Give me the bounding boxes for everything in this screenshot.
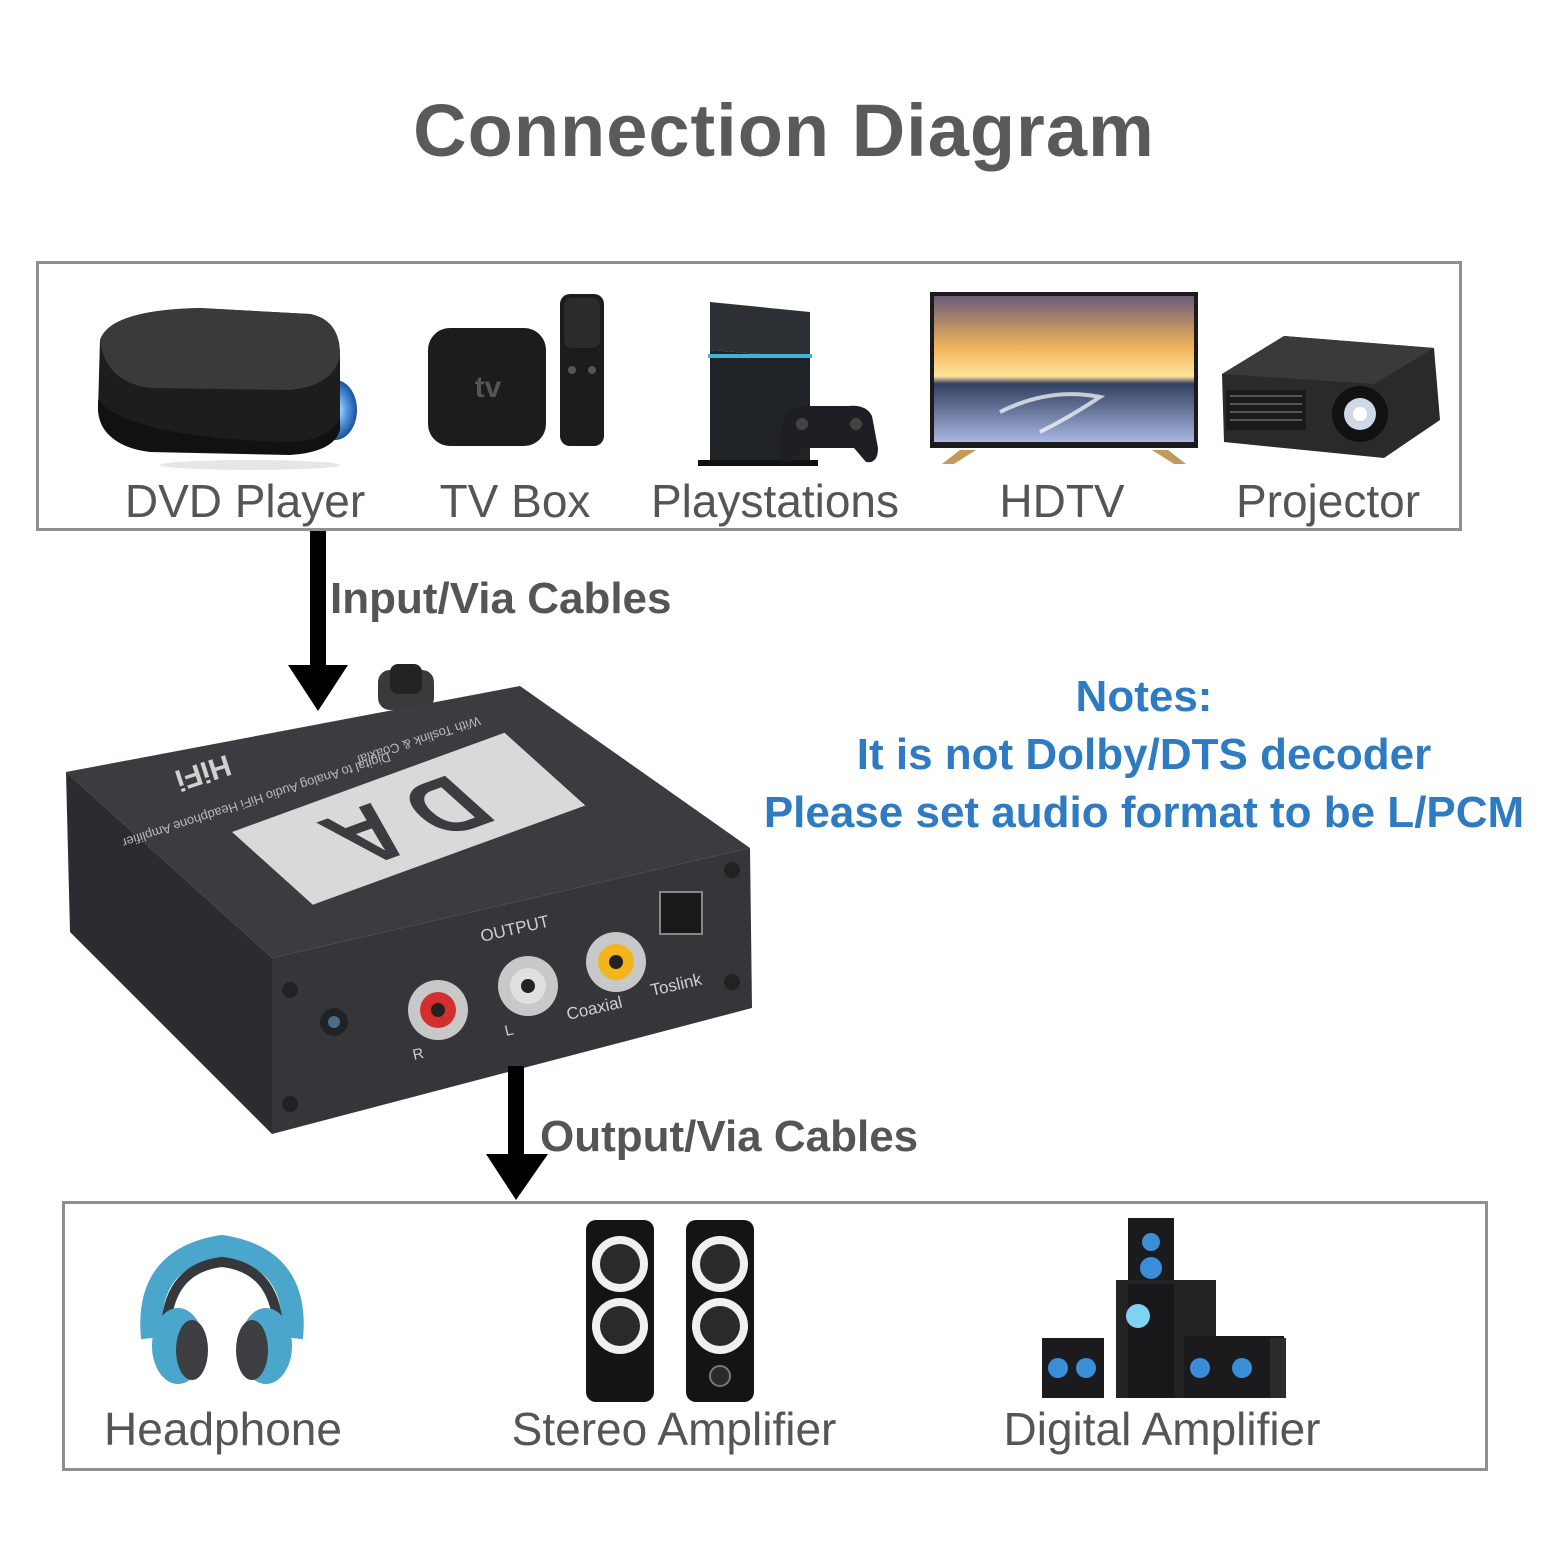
output-label-headphone: Headphone	[104, 1403, 342, 1455]
device-r-label: R	[411, 1045, 426, 1064]
notes-line-2: Please set audio format to be L/PCM	[763, 788, 1525, 837]
output-label-digital-amplifier: Digital Amplifier	[1003, 1403, 1321, 1455]
source-label-hdtv: HDTV	[999, 475, 1125, 527]
source-label-tv-box: TV Box	[439, 475, 591, 527]
input-arrow	[288, 531, 348, 711]
speakers-icon	[586, 1220, 754, 1402]
source-label-projector: Projector	[1235, 475, 1421, 527]
notes-block: Notes: It is not Dolby/DTS decoder Pleas…	[720, 668, 1568, 842]
input-cables-label: Input/Via Cables	[330, 574, 672, 623]
dac-converter-device: D A HiFi Digital to Analog Audio HiFi He…	[66, 664, 752, 1134]
source-label-playstations: Playstations	[650, 475, 900, 527]
output-cables-label: Output/Via Cables	[540, 1112, 919, 1161]
output-devices-box	[62, 1201, 1488, 1471]
output-label-stereo-amplifier: Stereo Amplifier	[511, 1403, 837, 1455]
tv-box-icon: tv	[428, 294, 604, 446]
source-devices-box	[36, 261, 1462, 531]
home-theater-icon	[1042, 1218, 1286, 1398]
source-label-dvd-player: DVD Player	[124, 475, 366, 527]
diagram-title: Connection Diagram	[413, 89, 1155, 172]
svg-text:tv: tv	[475, 371, 502, 404]
notes-heading: Notes:	[1075, 672, 1213, 721]
game-console-icon	[698, 302, 878, 466]
output-arrow	[486, 1066, 548, 1200]
device-l-label: L	[503, 1021, 515, 1039]
headphone-icon	[140, 1234, 304, 1384]
tv-icon	[930, 292, 1198, 464]
notes-line-1: It is not Dolby/DTS decoder	[856, 730, 1432, 779]
dvd-player-icon	[98, 308, 357, 470]
projector-icon	[1222, 336, 1440, 458]
